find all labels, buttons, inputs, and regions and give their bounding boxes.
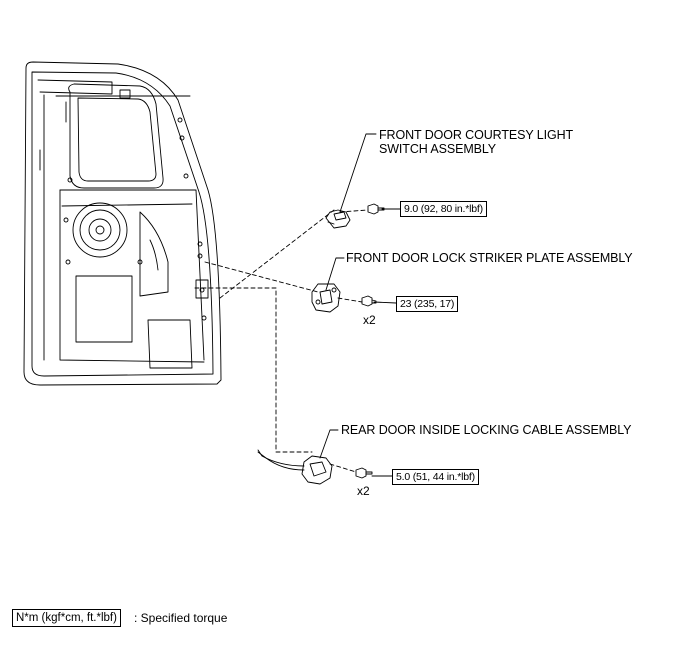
courtesy-switch-torque: 9.0 (92, 80 in.*lbf) <box>400 201 487 217</box>
striker-plate-torque: 23 (235, 17) <box>396 296 459 312</box>
courtesy-switch-screw <box>367 203 385 215</box>
striker-plate <box>311 283 341 313</box>
torque-legend-description: : Specified torque <box>134 611 228 625</box>
locking-cable-label: REAR DOOR INSIDE LOCKING CABLE ASSEMBLY <box>341 423 632 437</box>
leader-lines <box>194 209 369 473</box>
courtesy-switch-label-line2: SWITCH ASSEMBLY <box>379 142 497 156</box>
courtesy-switch-label-line1: FRONT DOOR COURTESY LIGHT <box>379 128 574 142</box>
locking-cable-quantity: x2 <box>357 484 370 498</box>
locking-cable <box>257 449 333 485</box>
torque-unit-legend-box: N*m (kgf*cm, ft.*lbf) <box>12 609 121 627</box>
locking-cable-bolt <box>355 467 373 479</box>
locking-cable-torque: 5.0 (51, 44 in.*lbf) <box>392 469 479 485</box>
courtesy-light-switch <box>325 209 351 229</box>
striker-plate-quantity: x2 <box>363 313 376 327</box>
striker-plate-bolt <box>361 295 377 307</box>
callout-leaders <box>319 133 401 477</box>
striker-plate-label: FRONT DOOR LOCK STRIKER PLATE ASSEMBLY <box>346 251 633 265</box>
rear-door-panel <box>23 61 222 386</box>
